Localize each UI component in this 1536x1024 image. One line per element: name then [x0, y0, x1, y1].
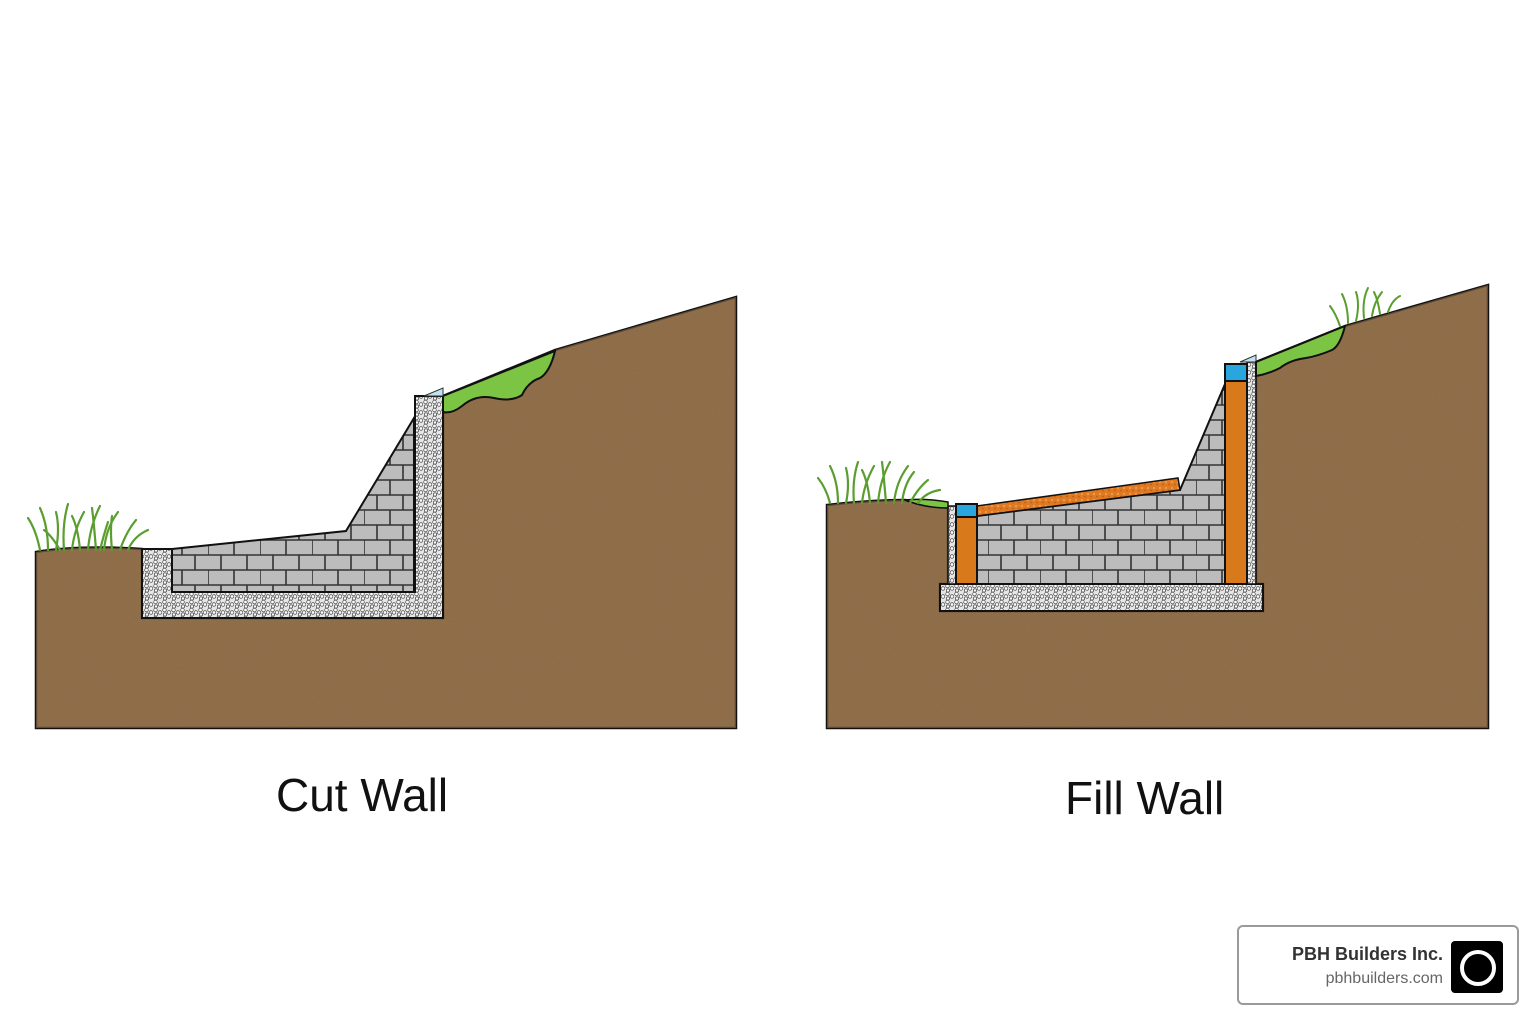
fill-wall-right-post	[1224, 379, 1248, 585]
cut-wall-grass-tuft-icon	[26, 502, 150, 552]
fill-wall-block-wall	[976, 383, 1226, 585]
fill-wall-right-cap	[1224, 363, 1248, 382]
fill-wall-left-grass-tuft-icon	[816, 460, 942, 505]
fill-wall-diagram	[816, 283, 1490, 730]
cut-wall-block-wall	[171, 414, 415, 593]
logo-ring	[1460, 950, 1496, 986]
cut-wall-grass-strip	[442, 349, 557, 414]
fill-wall-left-cap	[955, 503, 978, 518]
fill-wall-left-post	[955, 515, 978, 585]
fill-wall-lower-grass-strip	[904, 498, 949, 509]
brand-card[interactable]: PBH Builders Inc. pbhbuilders.com	[1237, 925, 1519, 1005]
fill-wall-right-gravel-strip	[1246, 361, 1257, 585]
brand-url[interactable]: pbhbuilders.com	[1325, 970, 1443, 987]
fill-wall-gravel-footing	[939, 583, 1264, 612]
cut-wall-diagram	[26, 295, 738, 730]
cut-wall-caption: Cut Wall	[276, 769, 449, 821]
fill-wall-left-gravel-strip	[947, 505, 957, 585]
fill-wall-drain-cap	[1239, 354, 1257, 363]
cut-wall-drain-cap	[423, 387, 444, 397]
circle-logo-icon	[1451, 941, 1503, 993]
brand-name: PBH Builders Inc.	[1291, 944, 1443, 964]
cut-wall-soil-texture	[36, 297, 736, 728]
fill-wall-upper-grass-tuft-icon	[1329, 287, 1401, 327]
fill-wall-upper-grass-strip	[1255, 324, 1347, 378]
fill-wall-caption: Fill Wall	[1065, 772, 1225, 824]
fill-wall-soil-texture	[827, 285, 1488, 728]
